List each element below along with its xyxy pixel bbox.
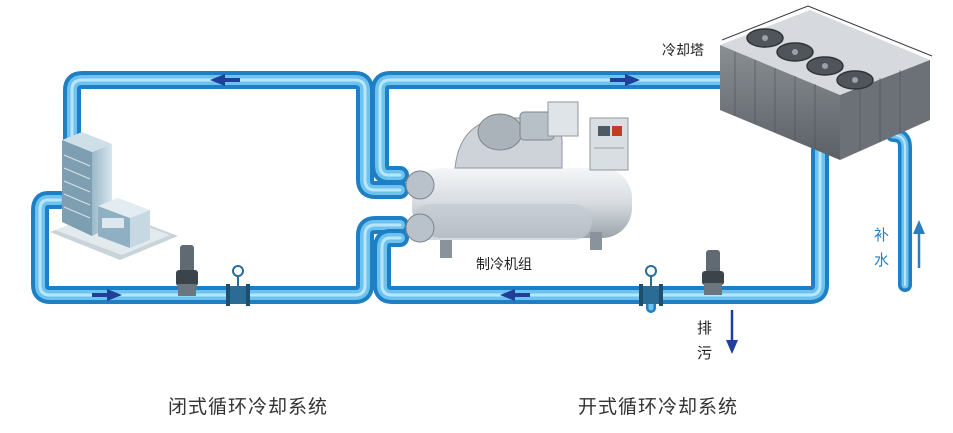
pump-icon xyxy=(702,250,724,295)
closed-system-caption: 闭式循环冷却系统 xyxy=(168,396,329,418)
blowdown-arrow-icon xyxy=(726,310,738,354)
pump-icon xyxy=(176,245,198,296)
flow-arrows xyxy=(92,74,640,301)
arrow-left-top-closed xyxy=(210,74,240,86)
valve-icon xyxy=(639,265,663,306)
closed-loop-pipe xyxy=(31,71,409,304)
valve-icon xyxy=(226,265,250,306)
chiller-icon xyxy=(405,101,632,258)
arrow-right-bottom-closed xyxy=(92,289,122,301)
makeup-water-label-1: 补 xyxy=(874,226,890,244)
arrow-right-top-open xyxy=(610,74,640,86)
chiller-label: 制冷机组 xyxy=(476,257,532,273)
makeup-arrow-icon xyxy=(913,220,925,268)
open-system-caption: 开式循环冷却系统 xyxy=(578,396,739,418)
open-loop-pipe xyxy=(371,71,912,313)
makeup-water-label-2: 水 xyxy=(874,251,890,269)
blowdown-label-2: 污 xyxy=(697,344,713,362)
building-icon xyxy=(50,132,178,260)
cooling-tower-label: 冷却塔 xyxy=(662,43,704,59)
arrow-left-bottom-open xyxy=(500,289,530,301)
cooling-tower-icon xyxy=(720,5,933,160)
blowdown-label-1: 排 xyxy=(697,319,713,337)
